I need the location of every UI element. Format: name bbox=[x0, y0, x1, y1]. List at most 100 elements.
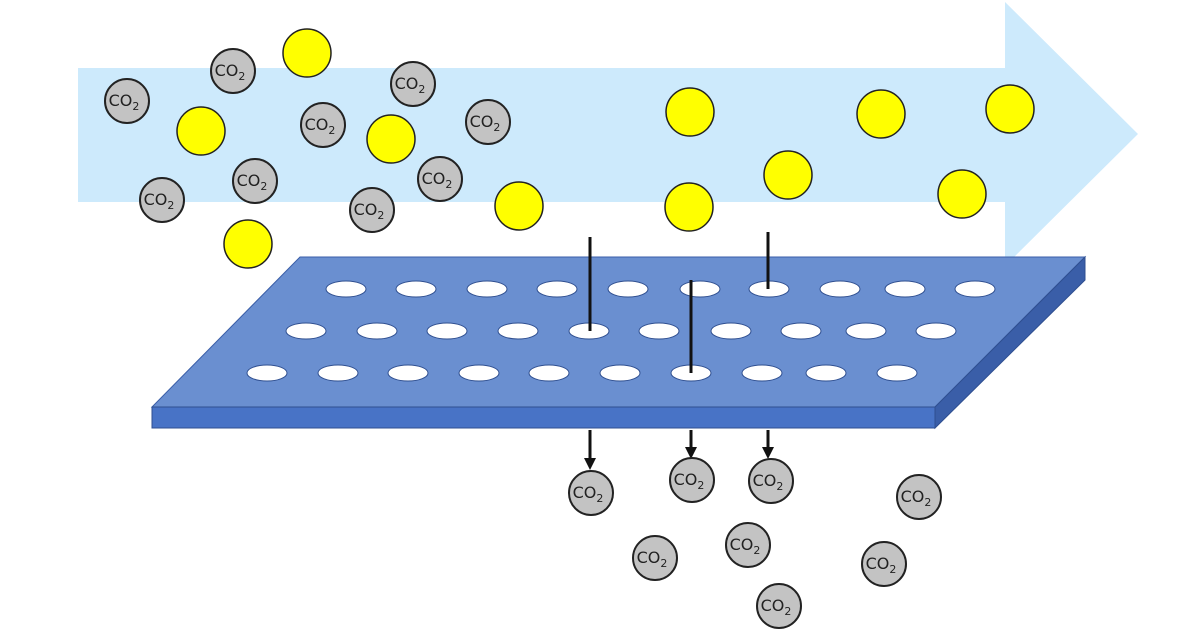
membrane-pore bbox=[741, 364, 783, 382]
membrane-pore bbox=[458, 364, 500, 382]
membrane-pore bbox=[845, 322, 887, 340]
co2-molecule-circle bbox=[300, 102, 346, 148]
co2-label: CO2 bbox=[674, 470, 705, 492]
other-gas-molecule bbox=[937, 169, 987, 219]
feed-flow-arrow bbox=[78, 2, 1138, 266]
co2-molecule-circle bbox=[756, 583, 802, 629]
co2-label: CO2 bbox=[901, 487, 932, 509]
other-gas-molecule bbox=[664, 182, 714, 232]
co2-molecule-circle bbox=[210, 48, 256, 94]
membrane-pore bbox=[466, 280, 508, 298]
co2-molecule: CO2 bbox=[300, 102, 346, 148]
co2-molecule: CO2 bbox=[568, 470, 614, 516]
co2-molecule: CO2 bbox=[725, 522, 771, 568]
membrane-pore bbox=[426, 322, 468, 340]
co2-label-subscript: 2 bbox=[660, 557, 667, 570]
membrane-pore bbox=[819, 280, 861, 298]
membrane-pore bbox=[285, 322, 327, 340]
co2-label: CO2 bbox=[109, 91, 140, 113]
co2-molecule: CO2 bbox=[390, 61, 436, 107]
membrane-pore bbox=[356, 322, 398, 340]
membrane-pore bbox=[317, 364, 359, 382]
co2-molecule-circle bbox=[568, 470, 614, 516]
membrane-side-edge bbox=[934, 255, 1086, 430]
co2-label-main: CO bbox=[674, 470, 698, 489]
other-gas-molecule bbox=[665, 87, 715, 137]
other-gas-molecules bbox=[176, 28, 1035, 269]
co2-label-main: CO bbox=[237, 171, 261, 190]
membrane-pore bbox=[599, 364, 641, 382]
co2-molecule-circle bbox=[748, 458, 794, 504]
co2-molecule: CO2 bbox=[139, 177, 185, 223]
membrane-pore bbox=[710, 322, 752, 340]
co2-molecule: CO2 bbox=[210, 48, 256, 94]
co2-molecule-circle bbox=[669, 457, 715, 503]
co2-label-subscript: 2 bbox=[167, 199, 174, 212]
other-gas-molecule bbox=[856, 89, 906, 139]
co2-label-subscript: 2 bbox=[596, 492, 603, 505]
membrane-pore bbox=[679, 280, 721, 298]
co2-molecule: CO2 bbox=[896, 474, 942, 520]
co2-label-subscript: 2 bbox=[328, 124, 335, 137]
membrane-pore bbox=[915, 322, 957, 340]
co2-molecule-circle bbox=[896, 474, 942, 520]
co2-label: CO2 bbox=[144, 190, 175, 212]
co2-molecule-circle bbox=[417, 156, 463, 202]
other-gas-molecule bbox=[282, 28, 332, 78]
other-gas-molecule bbox=[985, 84, 1035, 134]
co2-label-subscript: 2 bbox=[889, 563, 896, 576]
membrane-front-edge bbox=[151, 406, 936, 429]
co2-molecule: CO2 bbox=[756, 583, 802, 629]
co2-label: CO2 bbox=[354, 200, 385, 222]
co2-molecule: CO2 bbox=[417, 156, 463, 202]
co2-molecule: CO2 bbox=[104, 78, 150, 124]
co2-label: CO2 bbox=[395, 74, 426, 96]
membrane-pore bbox=[954, 280, 996, 298]
permeation-arrowhead bbox=[584, 458, 596, 470]
co2-label: CO2 bbox=[637, 548, 668, 570]
other-gas-molecule bbox=[366, 114, 416, 164]
co2-label-subscript: 2 bbox=[784, 605, 791, 618]
co2-label-main: CO bbox=[395, 74, 419, 93]
co2-molecule-circle bbox=[725, 522, 771, 568]
co2-molecule-circle bbox=[139, 177, 185, 223]
co2-label-subscript: 2 bbox=[132, 100, 139, 113]
co2-label: CO2 bbox=[215, 61, 246, 83]
co2-molecule-circle bbox=[465, 99, 511, 145]
co2-label-subscript: 2 bbox=[418, 83, 425, 96]
co2-label-subscript: 2 bbox=[493, 121, 500, 134]
co2-label-main: CO bbox=[215, 61, 239, 80]
membrane-pore bbox=[805, 364, 847, 382]
co2-molecule: CO2 bbox=[861, 541, 907, 587]
co2-label-subscript: 2 bbox=[238, 70, 245, 83]
co2-molecule-circle bbox=[349, 187, 395, 233]
permeation-arrowhead bbox=[685, 447, 697, 459]
co2-label: CO2 bbox=[753, 471, 784, 493]
co2-molecule: CO2 bbox=[232, 158, 278, 204]
co2-molecule: CO2 bbox=[465, 99, 511, 145]
co2-molecule: CO2 bbox=[632, 535, 678, 581]
co2-molecule-circle bbox=[632, 535, 678, 581]
co2-label: CO2 bbox=[573, 483, 604, 505]
membrane-pore bbox=[884, 280, 926, 298]
permeation-arrowhead bbox=[762, 447, 774, 459]
membrane-pore bbox=[780, 322, 822, 340]
co2-label-subscript: 2 bbox=[260, 180, 267, 193]
co2-molecule: CO2 bbox=[349, 187, 395, 233]
co2-label-main: CO bbox=[422, 169, 446, 188]
membrane-pore bbox=[387, 364, 429, 382]
other-gas-molecule bbox=[494, 181, 544, 231]
co2-label-main: CO bbox=[866, 554, 890, 573]
co2-label: CO2 bbox=[470, 112, 501, 134]
membrane-pore bbox=[638, 322, 680, 340]
co2-label-subscript: 2 bbox=[697, 479, 704, 492]
co2-label: CO2 bbox=[237, 171, 268, 193]
co2-label-main: CO bbox=[761, 596, 785, 615]
co2-molecule: CO2 bbox=[669, 457, 715, 503]
co2-molecule: CO2 bbox=[748, 458, 794, 504]
membrane-pore bbox=[528, 364, 570, 382]
permeation-paths bbox=[584, 232, 774, 470]
co2-label-main: CO bbox=[753, 471, 777, 490]
